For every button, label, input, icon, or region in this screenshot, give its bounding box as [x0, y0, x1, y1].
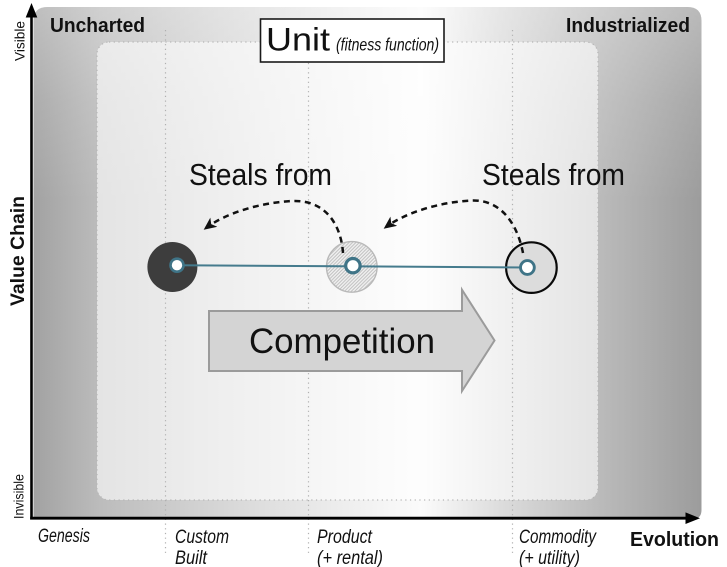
svg-text:Industrialized: Industrialized	[566, 15, 690, 37]
svg-text:Uncharted: Uncharted	[50, 15, 145, 37]
svg-text:Visible: Visible	[12, 21, 28, 61]
svg-text:Custom: Custom	[175, 527, 229, 548]
svg-text:Built: Built	[175, 548, 208, 567]
svg-text:Value Chain: Value Chain	[7, 196, 29, 306]
svg-text:Steals from: Steals from	[189, 157, 332, 192]
svg-text:Steals from: Steals from	[482, 157, 625, 192]
svg-text:Evolution: Evolution	[630, 529, 719, 551]
svg-text:Genesis: Genesis	[38, 526, 90, 547]
svg-text:(+ rental): (+ rental)	[317, 548, 383, 567]
svg-text:Invisible: Invisible	[11, 474, 27, 519]
svg-text:Competition: Competition	[249, 322, 435, 361]
svg-text:Product: Product	[317, 527, 373, 548]
svg-text:Unit: Unit	[266, 22, 330, 58]
svg-text:(+ utility): (+ utility)	[519, 548, 580, 567]
svg-text:(fitness function): (fitness function)	[336, 35, 439, 55]
svg-text:Commodity: Commodity	[519, 527, 597, 548]
